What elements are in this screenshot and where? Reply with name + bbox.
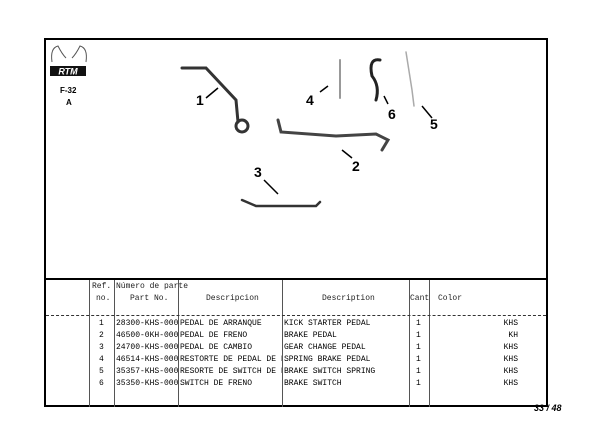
cell-ref: 4 xyxy=(99,355,104,364)
page-number: 33 / 48 xyxy=(534,403,562,413)
figure-variant: A xyxy=(66,98,72,107)
cell-part: 46514-KHS-000 xyxy=(116,355,178,364)
gear-change-pedal xyxy=(240,198,322,208)
callout-5: 5 xyxy=(430,116,438,132)
cell-part: 46500-0KH-000 xyxy=(116,331,178,340)
header-descripcion: Descripcion xyxy=(206,294,259,303)
cell-descripcion: PEDAL DE ARRANQUE xyxy=(180,319,262,328)
cell-ref: 2 xyxy=(99,331,104,340)
kick-starter-pedal xyxy=(180,66,240,124)
brake-switch xyxy=(369,58,382,102)
cell-color: KH xyxy=(508,331,518,340)
cell-color: KHS xyxy=(503,343,518,352)
parts-sheet: RTM F-32 A 1 2 3 4 5 6 Ref. no. Número d… xyxy=(44,38,548,407)
cell-cant: 1 xyxy=(416,367,421,376)
parts-diagram: RTM F-32 A 1 2 3 4 5 6 xyxy=(46,40,546,278)
cell-cant: 1 xyxy=(416,331,421,340)
callout-1: 1 xyxy=(196,92,204,108)
brake-pedal xyxy=(276,118,391,152)
cell-ref: 3 xyxy=(99,343,104,352)
cell-descripcion: SWITCH DE FRENO xyxy=(180,379,253,388)
svg-text:RTM: RTM xyxy=(58,67,78,77)
header-part-no: Part No. xyxy=(130,294,169,303)
cell-descripcion: PEDAL DE CAMBIO xyxy=(180,343,253,352)
cell-color: KHS xyxy=(503,319,518,328)
cell-ref: 5 xyxy=(99,367,104,376)
cell-part: 28300-KHS-000 xyxy=(116,319,178,328)
callout-6: 6 xyxy=(388,106,396,122)
cell-color: KHS xyxy=(503,379,518,388)
cell-ref: 1 xyxy=(99,319,104,328)
cell-descripcion: RESORTE DE SWITCH DE FRE xyxy=(180,367,282,376)
parts-illustration: RTM xyxy=(50,45,433,208)
callout-4: 4 xyxy=(306,92,314,108)
header-description: Description xyxy=(322,294,375,303)
header-ref: Ref. xyxy=(92,282,112,291)
header-cant: Cant xyxy=(410,294,430,303)
header-numero: Número de parte xyxy=(116,282,189,291)
cell-description: GEAR CHANGE PEDAL xyxy=(284,343,366,352)
cell-part: 24700-KHS-000 xyxy=(116,343,178,352)
cell-description: KICK STARTER PEDAL xyxy=(284,319,371,328)
cell-part: 35357-KHS-000 xyxy=(116,367,178,376)
callout-2: 2 xyxy=(352,158,360,174)
cell-description: BRAKE PEDAL xyxy=(284,331,337,340)
rtm-logo: RTM xyxy=(50,45,87,77)
header-no: no. xyxy=(96,294,111,303)
cell-descripcion: RESTORTE DE PEDAL DE FRE xyxy=(180,355,282,364)
cell-ref: 6 xyxy=(99,379,104,388)
cell-cant: 1 xyxy=(416,355,421,364)
cell-cant: 1 xyxy=(416,379,421,388)
cell-description: BRAKE SWITCH SPRING xyxy=(284,367,376,376)
header-color: Color xyxy=(438,294,463,303)
brake-switch-spring xyxy=(405,51,415,107)
cell-cant: 1 xyxy=(416,343,421,352)
cell-cant: 1 xyxy=(416,319,421,328)
cell-color: KHS xyxy=(503,367,518,376)
figure-number: F-32 xyxy=(60,86,77,95)
callout-3: 3 xyxy=(254,164,262,180)
parts-table: Ref. no. Número de parte Part No. Descri… xyxy=(46,278,546,407)
cell-description: SPRING BRAKE PEDAL xyxy=(284,355,371,364)
cell-part: 35350-KHS-000 xyxy=(116,379,178,388)
cell-descripcion: PEDAL DE FRENO xyxy=(180,331,248,340)
cell-description: BRAKE SWITCH xyxy=(284,379,342,388)
cell-color: KHS xyxy=(503,355,518,364)
